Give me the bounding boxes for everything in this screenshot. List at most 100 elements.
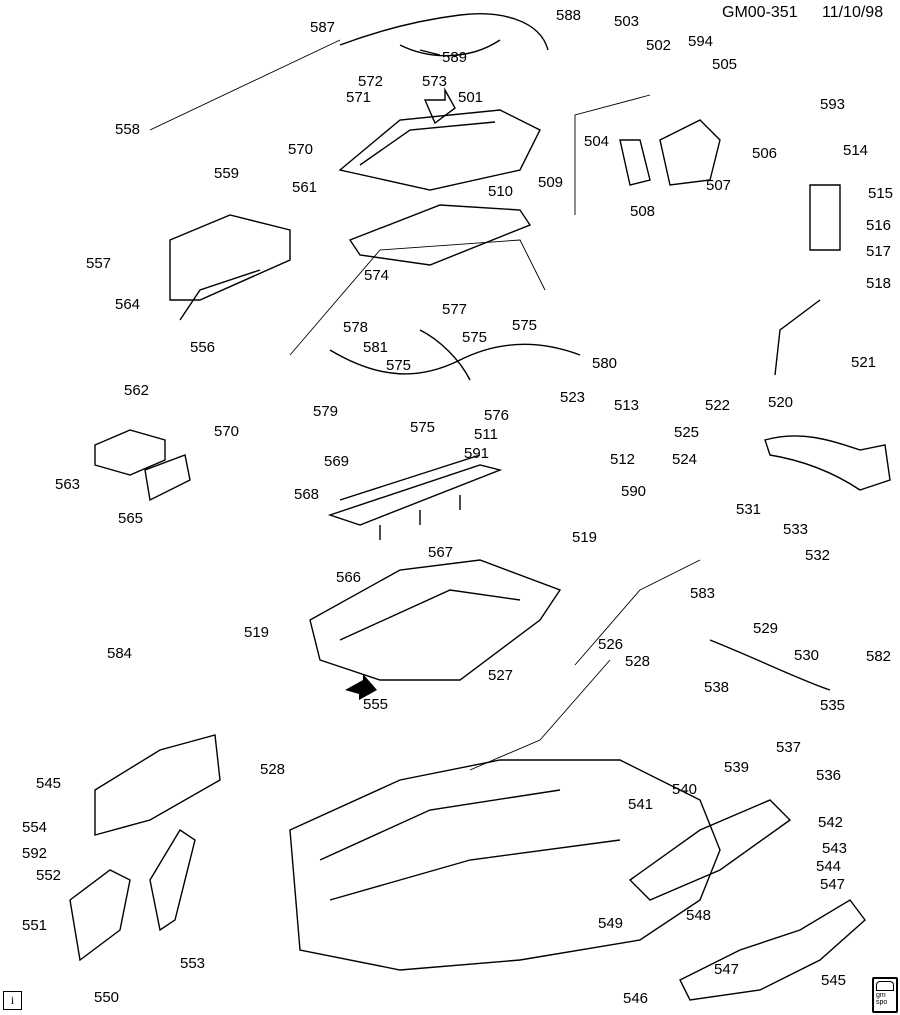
part-label: 563 [55,476,81,493]
part-label: 592 [22,845,48,862]
part-label: 528 [625,653,651,670]
part-label: 582 [866,648,892,665]
part-label: 511 [474,426,498,443]
part-label: 528 [260,761,286,778]
part-label: 512 [610,451,636,468]
part-label: 519 [244,624,270,641]
part-label: 530 [794,647,820,664]
part-label: 520 [768,394,794,411]
part-label: 549 [598,915,624,932]
part-label: 522 [705,397,731,414]
part-label: 515 [868,185,894,202]
diagram-date: 11/10/98 [822,4,884,21]
part-label: 539 [724,759,750,776]
part-label: 576 [484,407,510,424]
part-label: 504 [584,133,610,150]
part-label: 575 [512,317,538,334]
part-label: 547 [714,961,740,978]
part-label: 568 [294,486,320,503]
part-label: 514 [843,142,869,159]
part-label: 541 [628,796,654,813]
part-label: 540 [672,781,698,798]
part-label: 584 [107,645,133,662]
part-label: 523 [560,389,586,406]
part-label: 577 [442,301,468,318]
part-label: 572 [358,73,384,90]
part-label: 593 [820,96,846,113]
part-label: 561 [292,179,318,196]
part-label: 529 [753,620,779,637]
part-label: 555 [363,696,389,713]
part-label: 521 [851,354,877,371]
part-label: 575 [462,329,488,346]
part-label: 502 [646,37,672,54]
part-label: 518 [866,275,892,292]
part-label: 575 [410,419,436,436]
part-label: 533 [783,521,809,538]
part-label: 591 [464,445,490,462]
part-label: 551 [22,917,48,934]
part-label: 583 [690,585,716,602]
part-label: 553 [180,955,206,972]
part-label: 557 [86,255,112,272]
part-label: 545 [821,972,847,989]
part-label: 507 [706,177,732,194]
part-label: 535 [820,697,846,714]
part-label: 569 [324,453,350,470]
part-label: 556 [190,339,216,356]
part-label: 509 [538,174,564,191]
part-label: 590 [621,483,647,500]
part-label: 567 [428,544,454,561]
part-label: 503 [614,13,640,30]
part-label: 513 [614,397,640,414]
part-label: 575 [386,357,412,374]
part-label: 581 [363,339,389,356]
part-label: 537 [776,739,802,756]
part-label: 570 [214,423,240,440]
part-label: 525 [674,424,700,441]
part-label: 548 [686,907,712,924]
service-manual-book-icon: gm spo [872,977,898,1013]
part-label: 527 [488,667,514,684]
part-label: 587 [310,19,336,36]
part-label: 589 [442,49,468,66]
part-label: 517 [866,243,892,260]
part-label: 508 [630,203,656,220]
part-label: 580 [592,355,618,372]
part-label: 559 [214,165,240,182]
part-label: 516 [866,217,892,234]
part-label: 566 [336,569,362,586]
part-label: 505 [712,56,738,73]
part-label: 542 [818,814,844,831]
part-label: 574 [364,267,390,284]
part-label: 519 [572,529,598,546]
part-label: 565 [118,510,144,527]
part-label: 538 [704,679,730,696]
part-label: 510 [488,183,514,200]
part-label: 552 [36,867,62,884]
part-label: 594 [688,33,714,50]
part-label: 578 [343,319,369,336]
part-label: 554 [22,819,48,836]
part-label: 506 [752,145,778,162]
part-label: 564 [115,296,141,313]
part-label: 532 [805,547,831,564]
part-label: 579 [313,403,339,420]
part-label: 545 [36,775,62,792]
part-label: 543 [822,840,848,857]
part-label: 531 [736,501,762,518]
book-icon-text: gm spo [876,992,888,1006]
part-label: 558 [115,121,141,138]
part-label: 547 [820,876,846,893]
info-icon[interactable]: i [3,991,22,1010]
part-label: 573 [422,73,448,90]
part-label: 570 [288,141,314,158]
part-label: 536 [816,767,842,784]
part-label: 562 [124,382,150,399]
part-label: 544 [816,858,842,875]
diagram-code: GM00-351 [722,4,798,21]
part-label: 550 [94,989,120,1006]
part-label: 588 [556,7,582,24]
part-label: 524 [672,451,698,468]
